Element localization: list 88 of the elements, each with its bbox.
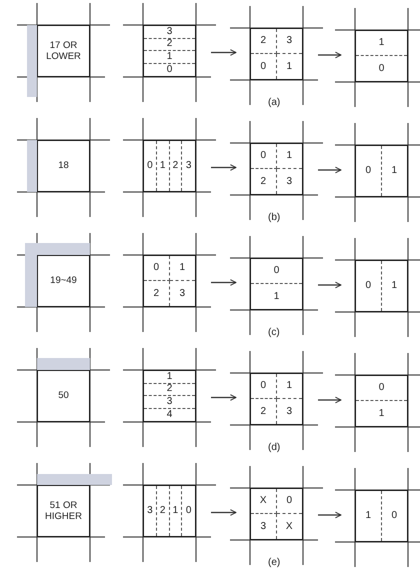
- arrow: [318, 512, 342, 518]
- arrow: [318, 396, 342, 404]
- partition-number: 2: [153, 288, 160, 298]
- partition-number: 1: [274, 292, 280, 302]
- partition-box: [355, 145, 408, 197]
- partition-box: [143, 370, 196, 422]
- figure-label: (a): [268, 97, 280, 108]
- partition-box: [143, 25, 196, 77]
- partition-number: 1: [179, 263, 186, 273]
- partition-number: 2: [260, 36, 266, 46]
- region-box: [37, 255, 90, 307]
- partition-number: 0: [286, 496, 292, 506]
- partition-number: 3: [286, 36, 292, 46]
- arrow: [211, 279, 236, 286]
- arrow: [318, 52, 342, 58]
- partition-number: 0: [166, 64, 172, 75]
- partition-number: 2: [166, 384, 172, 394]
- partition-box: [355, 375, 408, 427]
- partition-number: 1: [286, 381, 292, 391]
- partition-number: 1: [378, 408, 384, 418]
- partition-number: 2: [260, 406, 266, 416]
- partition-number: 4: [166, 410, 172, 420]
- partition-box: [143, 140, 196, 192]
- region-box: [37, 370, 90, 422]
- arrow: [211, 164, 236, 171]
- partition-number: 2: [160, 506, 166, 516]
- partition-number: 0: [147, 161, 153, 171]
- partition-box: [143, 255, 196, 307]
- partition-number: 0: [186, 506, 192, 516]
- partition-number: 1: [286, 151, 292, 161]
- partition-number: 0: [260, 151, 266, 161]
- condition-label: 50: [57, 390, 70, 402]
- region-box: [37, 25, 90, 77]
- partition-number: 2: [260, 176, 266, 186]
- condition-label: 19~49: [49, 275, 78, 287]
- partition-number: 3: [166, 26, 172, 37]
- partition-number: 0: [365, 281, 372, 291]
- partition-number: 1: [391, 166, 398, 176]
- figure-label: (b): [268, 212, 280, 223]
- partition-number: 1: [166, 372, 172, 382]
- arrow: [211, 509, 236, 516]
- figure-label: (c): [268, 327, 280, 338]
- partition-number: 3: [286, 406, 292, 416]
- condition-label: 17 OR LOWER: [45, 40, 82, 62]
- partition-number: X: [260, 496, 267, 506]
- partition-number: 2: [166, 39, 172, 50]
- partition-number: 3: [179, 288, 186, 298]
- partition-number: 1: [172, 506, 178, 516]
- partition-box: [250, 28, 303, 80]
- arrow: [211, 49, 236, 56]
- partition-number: 0: [378, 64, 384, 74]
- partition-number: 0: [274, 266, 280, 276]
- arrow: [318, 166, 342, 174]
- partition-number: 1: [160, 161, 166, 171]
- arrow: [318, 282, 342, 288]
- partition-box: [250, 143, 303, 195]
- figure-label: (e): [268, 557, 280, 568]
- partition-box: [250, 488, 303, 540]
- partition-number: 1: [286, 62, 292, 72]
- region-box: [37, 485, 90, 537]
- partition-number: 3: [260, 522, 266, 532]
- partition-box: [143, 485, 196, 537]
- partition-number: 3: [166, 396, 172, 407]
- partition-number: 1: [378, 38, 384, 48]
- partition-number: 3: [186, 161, 192, 171]
- partition-number: 0: [391, 511, 398, 521]
- arrow: [211, 394, 236, 401]
- partition-number: 0: [378, 383, 384, 393]
- partition-number: 0: [153, 263, 160, 273]
- partition-number: 1: [166, 52, 172, 62]
- partition-box: [355, 30, 408, 82]
- region-box: [37, 140, 90, 192]
- partition-number: 1: [391, 281, 398, 291]
- partition-number: 2: [172, 161, 178, 171]
- partition-number: 0: [260, 381, 266, 391]
- condition-label: 51 OR HIGHER: [44, 500, 83, 522]
- partition-number: 1: [365, 511, 372, 521]
- partition-box: [250, 373, 303, 425]
- partition-number: X: [286, 522, 293, 532]
- partition-number: 3: [286, 176, 292, 186]
- partition-box: [355, 260, 408, 312]
- partition-box: [355, 490, 408, 542]
- partition-number: 0: [260, 62, 266, 72]
- partition-number: 3: [147, 506, 153, 516]
- partition-number: 0: [365, 166, 372, 176]
- condition-label: 18: [57, 160, 70, 172]
- figure-label: (d): [268, 442, 280, 453]
- partition-box: [250, 258, 303, 310]
